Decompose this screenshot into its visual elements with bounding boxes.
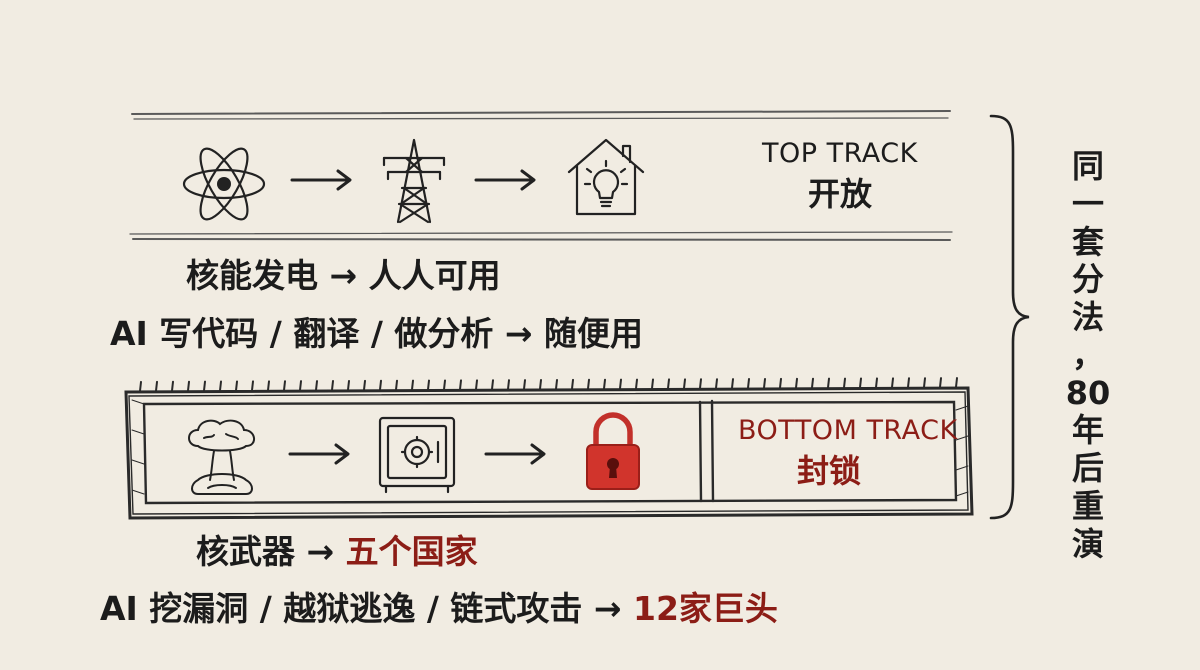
top-track-label-zh: 开放 xyxy=(808,175,873,213)
side-note-char: 套 xyxy=(1071,222,1104,261)
arrow-right-icon xyxy=(474,169,536,191)
safe-icon xyxy=(378,416,456,494)
arrow-right-icon xyxy=(288,443,350,465)
curly-brace xyxy=(989,114,1030,520)
power-tower-icon xyxy=(382,138,446,224)
top-caption-line1: 核能发电 → 人人可用 xyxy=(186,256,501,295)
bottom-caption-line2: AI 挖漏洞 / 越狱逃逸 / 链式攻击 → 12家巨头 xyxy=(100,592,778,625)
side-note-char: 年 xyxy=(1071,411,1104,450)
top-track-label-en: TOP TRACK xyxy=(762,138,918,169)
house-lightbulb-icon xyxy=(567,138,645,216)
bottom-track-label-zh: 封锁 xyxy=(797,452,862,490)
mushroom-cloud-icon xyxy=(188,419,255,495)
bottom-caption-line2-highlight: 12家巨头 xyxy=(633,589,778,628)
side-note-char: 法 xyxy=(1071,298,1104,336)
bottom-caption-line1-highlight: 五个国家 xyxy=(345,532,478,571)
arrow-right-icon xyxy=(484,443,546,465)
side-note-char: 重 xyxy=(1071,486,1104,525)
bottom-track-label-en: BOTTOM TRACK xyxy=(738,415,958,446)
bottom-caption-line2-main: AI 挖漏洞 / 越狱逃逸 / 链式攻击 → xyxy=(100,589,633,628)
atom-icon xyxy=(182,147,266,221)
top-caption-line2: AI 写代码 / 翻译 / 做分析 → 随便用 xyxy=(110,314,643,353)
side-note-char: ， xyxy=(1071,335,1104,374)
side-note-char: 同 xyxy=(1071,147,1104,185)
bottom-caption-line1: 核武器 → 五个国家 xyxy=(196,535,478,568)
bottom-caption-line1-main: 核武器 → xyxy=(196,532,346,571)
side-note-char: 80 xyxy=(1065,373,1111,412)
padlock-icon xyxy=(586,412,640,490)
side-note-char: 分 xyxy=(1071,260,1104,299)
side-note-char: 演 xyxy=(1071,524,1104,563)
side-note-char: 一 xyxy=(1071,184,1104,223)
arrow-right-icon xyxy=(290,169,352,191)
side-note-char: 后 xyxy=(1071,449,1104,487)
